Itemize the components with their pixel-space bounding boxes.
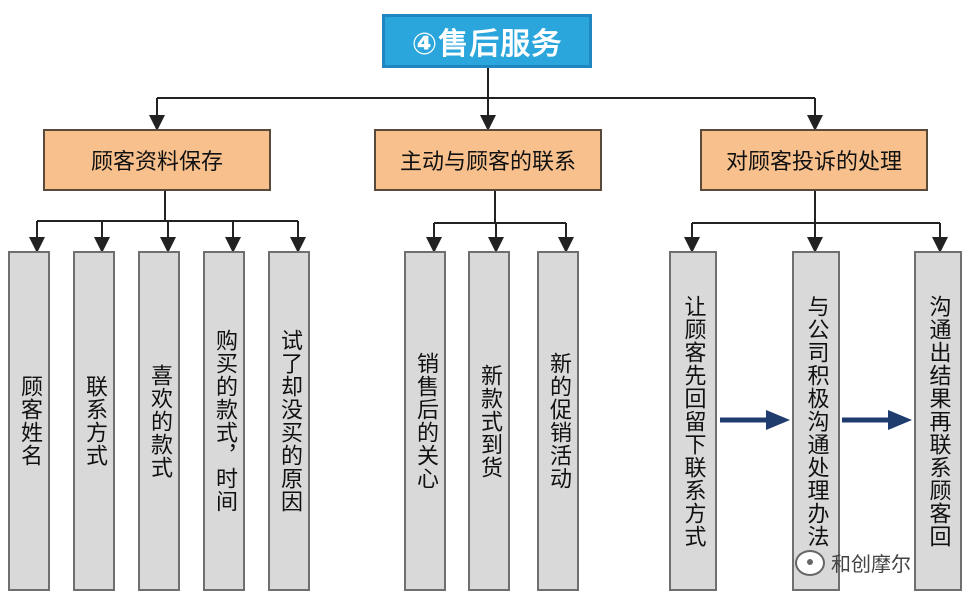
category-complaint-handling: 对顾客投诉的处理 bbox=[700, 129, 928, 191]
leaf-contact-info: 联系方式 bbox=[73, 251, 115, 591]
leaf-new-style-arrival: 新款式到货 bbox=[468, 251, 510, 591]
leaf-purchase-style-time: 购买的款式，时间 bbox=[203, 251, 245, 591]
leaf-contact-customer-with-result: 沟通出结果再联系顾客回 bbox=[914, 251, 962, 591]
leaf-text: 喜欢的款式 bbox=[147, 363, 172, 479]
leaf-new-promotion: 新的促销活动 bbox=[537, 251, 579, 591]
watermark: 和创摩尔 bbox=[795, 548, 911, 577]
leaf-leave-contact-first: 让顾客先回留下联系方式 bbox=[669, 251, 717, 591]
category-label: 顾客资料保存 bbox=[90, 150, 223, 175]
leaf-text: 新的促销活动 bbox=[546, 352, 571, 490]
leaf-text: 沟通出结果再联系顾客回 bbox=[925, 294, 951, 548]
category-customer-records: 顾客资料保存 bbox=[43, 129, 271, 191]
watermark-text: 和创摩尔 bbox=[831, 552, 911, 576]
leaf-text: 销售后的关心 bbox=[413, 352, 438, 490]
leaf-text: 购买的款式，时间 bbox=[212, 329, 237, 513]
leaf-customer-name: 顾客姓名 bbox=[8, 251, 50, 591]
leaf-favorite-style: 喜欢的款式 bbox=[138, 251, 180, 591]
category-label: 对顾客投诉的处理 bbox=[725, 150, 902, 175]
wechat-icon bbox=[795, 549, 825, 576]
leaf-text: 联系方式 bbox=[82, 375, 107, 467]
leaf-communicate-with-company: 与公司积极沟通处理办法 bbox=[792, 251, 840, 591]
leaf-text: 与公司积极沟通处理办法 bbox=[803, 294, 829, 548]
leaf-text: 顾客姓名 bbox=[17, 375, 42, 467]
leaf-text: 试了却没买的原因 bbox=[277, 329, 302, 513]
category-label: 主动与顾客的联系 bbox=[399, 150, 576, 175]
diagram-title: ④售后服务 bbox=[382, 14, 592, 68]
category-proactive-contact: 主动与顾客的联系 bbox=[374, 129, 602, 191]
leaf-text: 新款式到货 bbox=[477, 363, 502, 479]
leaf-tried-not-bought-reason: 试了却没买的原因 bbox=[268, 251, 310, 591]
leaf-text: 让顾客先回留下联系方式 bbox=[680, 294, 706, 548]
leaf-after-sale-care: 销售后的关心 bbox=[404, 251, 446, 591]
